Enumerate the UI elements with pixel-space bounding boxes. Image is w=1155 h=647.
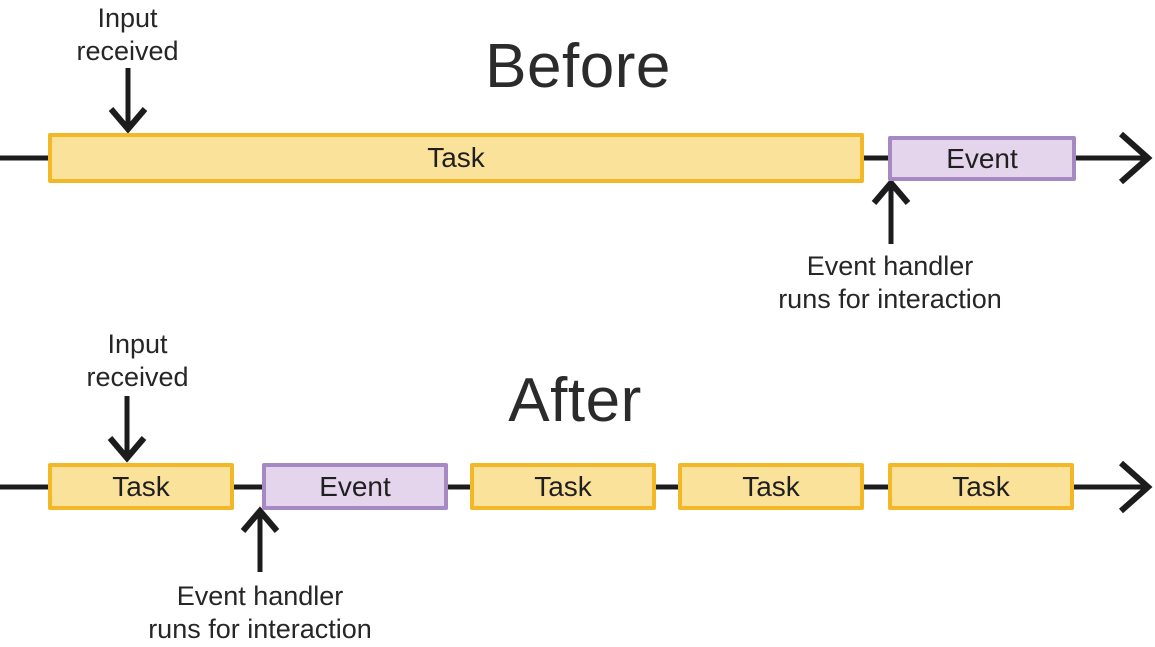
after-event-label: Event (319, 470, 391, 502)
before-handler-arrow (871, 178, 911, 244)
before-event-handler-label: Event handler runs for interaction (778, 251, 1002, 314)
after-input-arrow (107, 396, 147, 463)
before-task-label: Task (427, 142, 485, 173)
before-input-arrow (108, 68, 148, 134)
after-task-label-1: Task (112, 470, 170, 502)
after-task-block-3: Task (678, 463, 864, 510)
after-task-block-2: Task (470, 463, 656, 510)
before-section-title: Before (485, 32, 671, 101)
after-event-handler-label: Event handler runs for interaction (148, 581, 372, 644)
after-task-label-2: Task (534, 470, 592, 502)
after-task-block-4: Task (888, 463, 1074, 510)
before-event-block: Event (888, 136, 1076, 181)
before-task-block: Task (48, 133, 864, 183)
after-handler-arrow (240, 506, 280, 572)
before-input-received-label: Input received (76, 3, 179, 66)
after-input-received-label: Input received (86, 329, 189, 392)
after-event-block: Event (262, 463, 448, 510)
after-task-label-3: Task (742, 470, 800, 502)
before-event-label: Event (946, 142, 1018, 174)
after-section-title: After (508, 366, 642, 435)
after-task-label-4: Task (952, 470, 1010, 502)
after-task-block-1: Task (48, 463, 234, 510)
